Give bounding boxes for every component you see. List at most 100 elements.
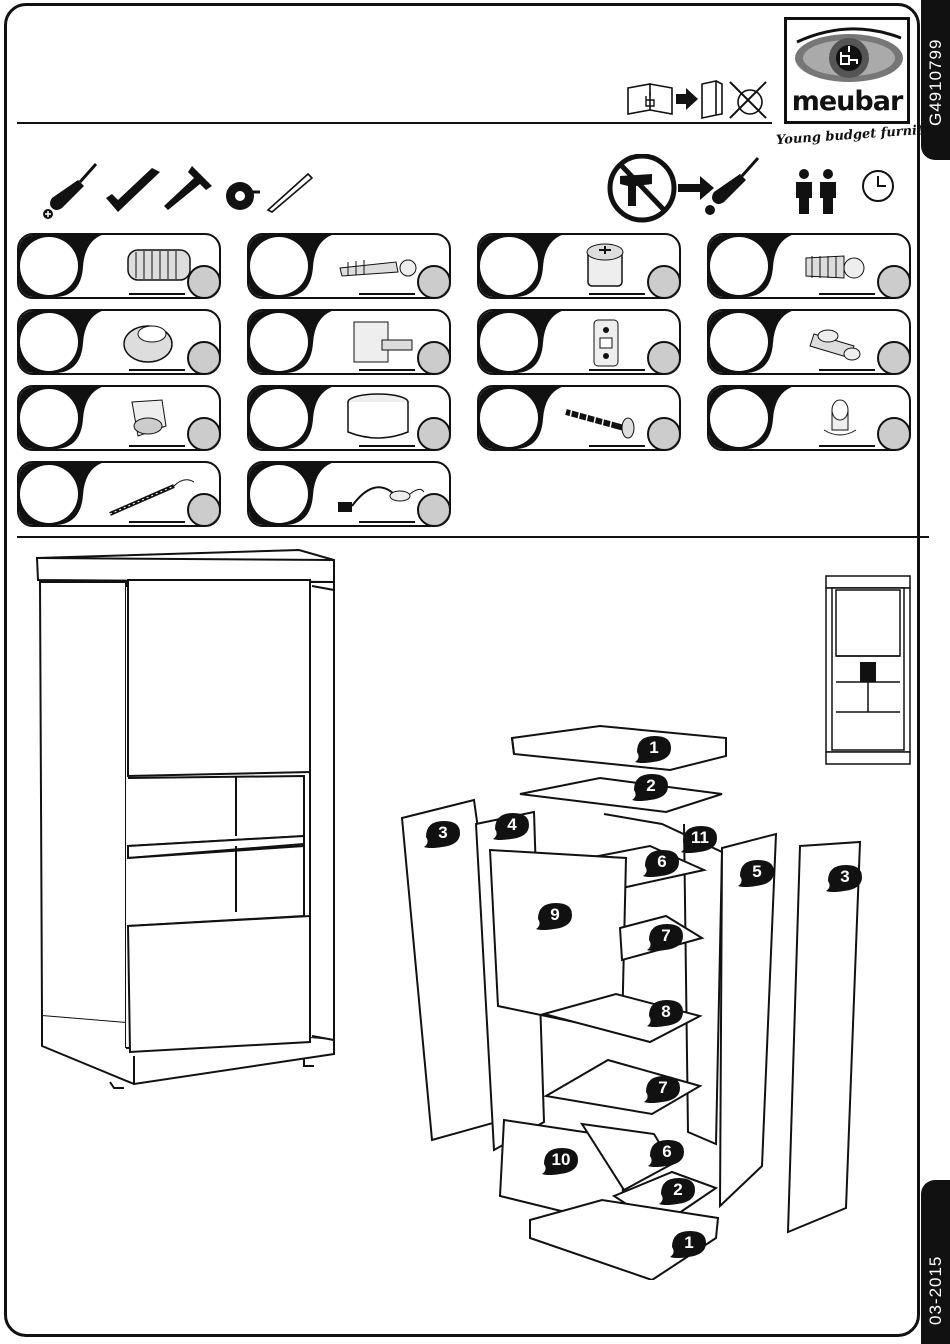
quantity-line	[359, 445, 415, 447]
quantity-line	[359, 369, 415, 371]
part-number-text: 6	[645, 852, 679, 872]
quantity-circle	[417, 341, 451, 375]
part-number-text: 6	[650, 1142, 684, 1162]
quantity-line	[589, 445, 645, 447]
part-number-text: 7	[649, 926, 683, 946]
parts-divider	[17, 536, 929, 538]
card-swoosh	[707, 309, 799, 375]
assembled-cabinet-drawing	[34, 546, 344, 1092]
part-number-label: 11	[679, 824, 719, 854]
part-number-text: 10	[544, 1150, 578, 1170]
power-adapter-icon	[334, 466, 424, 522]
part-number-label: 2	[630, 772, 670, 802]
card-swoosh	[707, 233, 799, 299]
part-number-label: 1	[668, 1229, 708, 1259]
quantity-line	[359, 521, 415, 523]
part-card	[247, 309, 451, 375]
part-number-label: 2	[657, 1176, 697, 1206]
part-number-label: 4	[491, 811, 531, 841]
quantity-circle	[187, 341, 221, 375]
card-swoosh	[17, 461, 109, 527]
cam-lock-icon	[564, 238, 654, 294]
card-swoosh	[17, 233, 109, 299]
quantity-circle	[877, 265, 911, 299]
part-number-text: 3	[828, 867, 862, 887]
part-number-text: 2	[661, 1180, 695, 1200]
part-number-label: 6	[641, 848, 681, 878]
quantity-line	[589, 369, 645, 371]
part-number-label: 10	[540, 1146, 580, 1176]
square-ruler-icon	[104, 168, 162, 216]
part-number-text: 3	[426, 823, 460, 843]
quantity-circle	[877, 417, 911, 451]
part-number-label: 7	[645, 922, 685, 952]
shelf-support-pin-icon	[794, 390, 884, 446]
card-swoosh	[477, 385, 569, 451]
card-swoosh	[247, 309, 339, 375]
part-number-text: 8	[649, 1002, 683, 1022]
part-card	[477, 385, 681, 451]
sidebar: G4910799 03-2015	[921, 0, 950, 1344]
quantity-circle	[647, 417, 681, 451]
part-card	[707, 385, 911, 451]
wood-screw-icon	[564, 390, 654, 446]
part-number-text: 4	[495, 815, 529, 835]
part-card	[477, 233, 681, 299]
no-power-tool-icon	[606, 154, 762, 224]
wooden-dowel-icon	[104, 238, 194, 294]
part-number-text: 2	[634, 776, 668, 796]
card-swoosh	[477, 309, 569, 375]
date-tab: 03-2015	[921, 1180, 950, 1344]
card-swoosh	[707, 385, 799, 451]
part-card	[707, 309, 911, 375]
quantity-circle	[647, 341, 681, 375]
part-number-text: 1	[672, 1233, 706, 1253]
quantity-line	[129, 293, 185, 295]
screwdriver-icon	[38, 162, 98, 220]
quantity-circle	[417, 265, 451, 299]
quantity-line	[359, 293, 415, 295]
quantity-circle	[187, 493, 221, 527]
exploded-view-drawing	[390, 720, 870, 1280]
card-swoosh	[17, 309, 109, 375]
part-number-text: 5	[740, 862, 774, 882]
quantity-circle	[417, 417, 451, 451]
clock-icon	[860, 168, 896, 204]
part-number-label: 5	[736, 858, 776, 888]
header-divider	[17, 122, 772, 124]
part-number-label: 8	[645, 998, 685, 1028]
part-number-text: 11	[683, 828, 717, 848]
quantity-line	[819, 293, 875, 295]
quantity-line	[819, 369, 875, 371]
shelf-connector-icon	[794, 314, 884, 370]
cam-lock-housing-icon	[104, 314, 194, 370]
cam-bolt-icon	[334, 238, 424, 294]
part-number-label: 3	[422, 819, 462, 849]
part-card	[17, 461, 221, 527]
brand-name: meubar	[787, 86, 907, 117]
keep-manual-icon	[620, 78, 770, 120]
part-number-label: 1	[633, 734, 673, 764]
part-card	[17, 309, 221, 375]
part-card	[17, 385, 221, 451]
hinge-mounting-plate-icon	[564, 314, 654, 370]
quantity-line	[129, 445, 185, 447]
connector-bolt-icon	[794, 238, 884, 294]
led-strip-icon	[104, 466, 194, 522]
hammer-icon	[162, 164, 220, 212]
part-number-label: 3	[824, 863, 864, 893]
card-swoosh	[247, 233, 339, 299]
concealed-hinge-icon	[334, 314, 424, 370]
quantity-circle	[187, 265, 221, 299]
quantity-line	[819, 445, 875, 447]
furniture-foot-icon	[334, 390, 424, 446]
part-card	[247, 233, 451, 299]
card-swoosh	[247, 461, 339, 527]
quantity-line	[129, 521, 185, 523]
part-number-label: 7	[642, 1074, 682, 1104]
quantity-line	[589, 293, 645, 295]
document-code: G4910799	[926, 39, 946, 126]
part-card	[477, 309, 681, 375]
quantity-circle	[647, 265, 681, 299]
quantity-circle	[877, 341, 911, 375]
